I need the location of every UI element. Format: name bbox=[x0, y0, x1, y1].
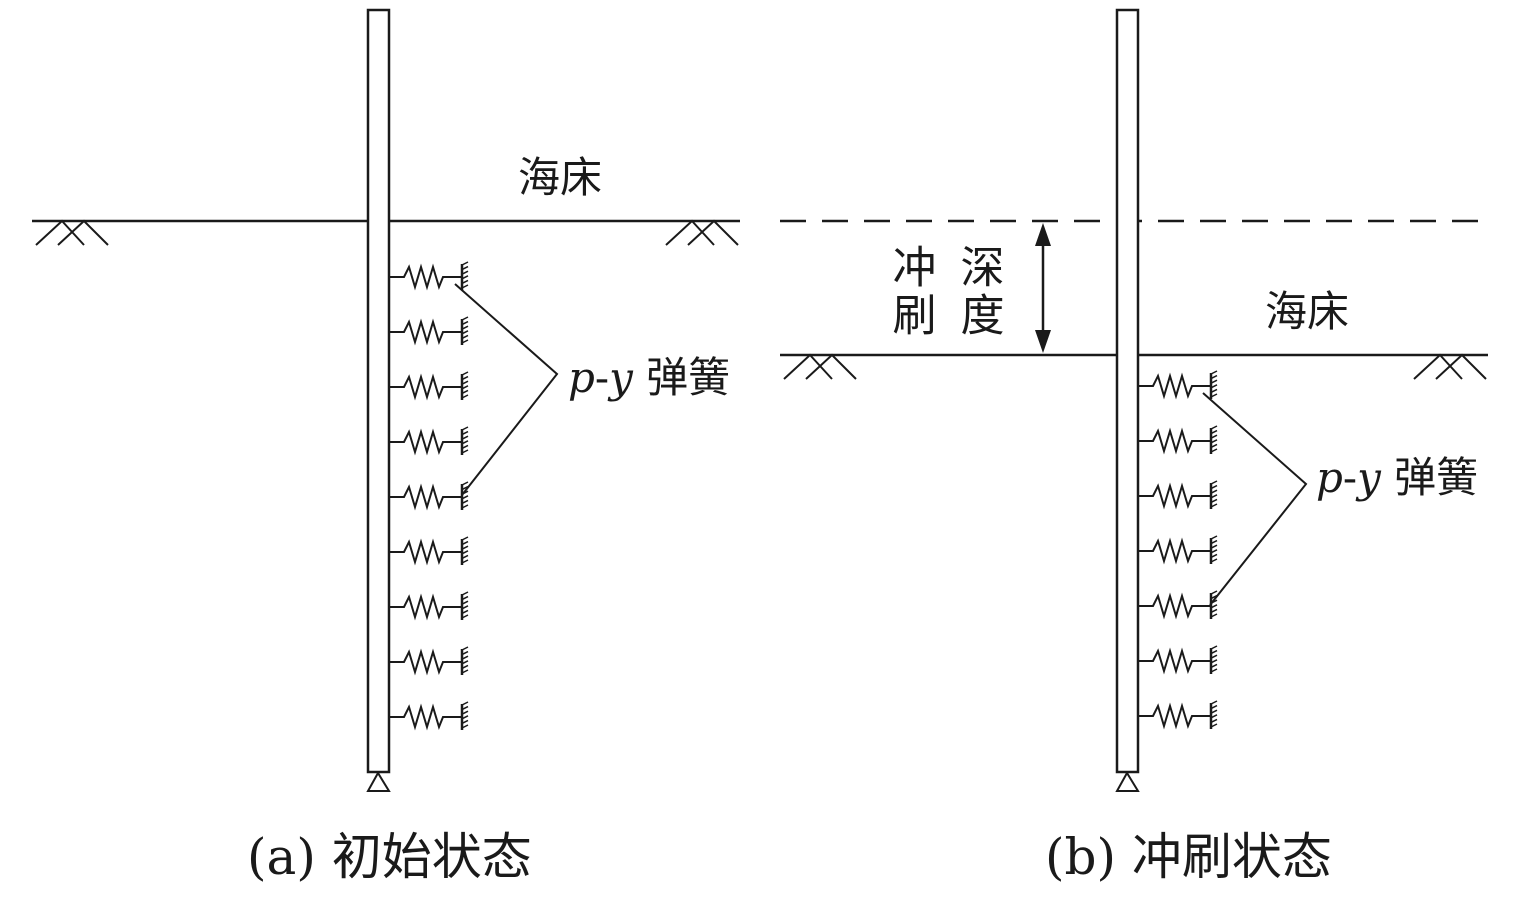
spring-leader-lines-a bbox=[454, 283, 559, 496]
spring-icon bbox=[390, 371, 469, 401]
pile-a bbox=[366, 8, 391, 774]
spring-icon bbox=[390, 426, 469, 456]
spring-label-text: 弹簧 bbox=[1381, 453, 1478, 502]
spring-icon bbox=[1139, 370, 1218, 400]
pin-support-icon bbox=[366, 771, 391, 792]
spring-icon bbox=[1139, 590, 1218, 620]
spring-label-p: p bbox=[568, 353, 595, 402]
ground-hatch-icon bbox=[35, 219, 109, 246]
spring-icon bbox=[1139, 535, 1218, 565]
caption-b: (b) 冲刷状态 bbox=[1045, 828, 1332, 886]
spring-label-b: p-y 弹簧 bbox=[1316, 453, 1478, 502]
spring-icon bbox=[390, 646, 469, 676]
spring-leader-lines-b bbox=[1202, 392, 1308, 606]
spring-icon bbox=[390, 261, 469, 291]
spring-label-y: y bbox=[1355, 453, 1382, 502]
spring-icon bbox=[1139, 425, 1218, 455]
seabed-label-a: 海床 bbox=[518, 153, 602, 202]
spring-icon bbox=[1139, 645, 1218, 675]
spring-icon bbox=[390, 316, 469, 346]
spring-icon bbox=[390, 701, 469, 731]
spring-icon bbox=[1139, 480, 1218, 510]
panel-b: 冲刷 深度 海床 p-y 弹簧 (b) 冲刷状态 bbox=[780, 8, 1490, 886]
spring-label-p: p bbox=[1316, 453, 1343, 502]
spring-group-a bbox=[390, 261, 469, 731]
spring-icon bbox=[1139, 700, 1218, 730]
spring-icon bbox=[390, 536, 469, 566]
spring-label-dash: - bbox=[595, 353, 609, 402]
scour-depth-label-col1: 冲刷 bbox=[885, 244, 936, 340]
pile-b bbox=[1115, 8, 1140, 774]
panel-a: 海床 p-y 弹簧 (a) 初始状态 bbox=[32, 8, 740, 886]
spring-label-y: y bbox=[607, 353, 634, 402]
ground-hatch-icon bbox=[783, 353, 857, 380]
spring-label-a: p-y 弹簧 bbox=[568, 353, 730, 402]
spring-group-b bbox=[1139, 370, 1218, 730]
spring-label-dash: - bbox=[1343, 453, 1357, 502]
caption-a: (a) 初始状态 bbox=[247, 828, 532, 886]
scour-depth-label-col2: 深度 bbox=[953, 244, 1004, 340]
pin-support-icon bbox=[1115, 771, 1140, 792]
spring-label-text: 弹簧 bbox=[633, 353, 730, 402]
spring-icon bbox=[390, 591, 469, 621]
double-arrow-icon bbox=[1035, 223, 1051, 353]
ground-hatch-icon bbox=[665, 219, 739, 246]
seabed-label-b: 海床 bbox=[1265, 287, 1349, 336]
spring-icon bbox=[390, 481, 469, 511]
ground-hatch-icon bbox=[1413, 353, 1487, 380]
